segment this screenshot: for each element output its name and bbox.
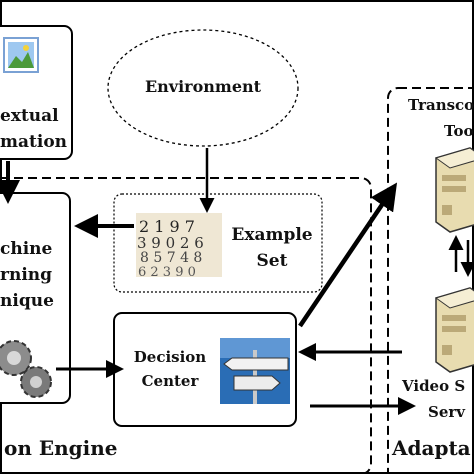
gears-icon [0,340,52,398]
transcoding-server-icon [434,147,474,233]
ml-technique-label-line: rning [0,265,53,285]
video-server-label-line: Video S [402,377,466,395]
svg-text:3 9 0 2 6: 3 9 0 2 6 [137,234,204,252]
environment-ellipse [107,29,299,147]
transcoding-label: Transco Too [408,92,474,144]
decision-center-label-line: Center [141,372,199,390]
adaptation-tools-label: Adapta [392,436,471,460]
example-set-label-line: Example [231,225,313,245]
adaptation-engine-label: on Engine [4,436,118,460]
context-label-line: mation [0,132,68,152]
svg-text:2 1 9 7: 2 1 9 7 [139,217,195,236]
video-server-label-line: Serv [428,403,465,421]
context-label: extual mation [0,103,67,155]
transcoding-label-line: Transco [408,96,474,114]
picture-frame-icon [3,37,39,73]
road-sign-icon [220,338,290,404]
example-set-label: Example Set [224,222,320,274]
environment-label: Environment [144,77,262,96]
video-server-icon [434,287,474,373]
context-label-line: extual [0,106,59,126]
svg-text:6 2 3 9 0: 6 2 3 9 0 [138,265,196,280]
numbers-collage-icon: 2 1 9 7 3 9 0 2 6 8 5 7 4 8 6 2 3 9 0 [136,213,222,280]
example-set-label-line: Set [256,251,288,271]
ml-technique-label: chine rning nique [0,236,54,314]
svg-text:8 5 7 4 8: 8 5 7 4 8 [140,250,202,266]
ml-technique-label-line: chine [0,239,53,259]
ml-technique-label-line: nique [0,291,54,311]
arrow-decision-to-transcoding [298,182,398,328]
decision-center-label: Decision Center [120,345,220,393]
adaptation-tools-box [387,87,474,474]
video-server-label: Video S Serv [402,373,465,425]
decision-center-label-line: Decision [133,348,207,366]
transcoding-label-line: Too [444,122,474,140]
